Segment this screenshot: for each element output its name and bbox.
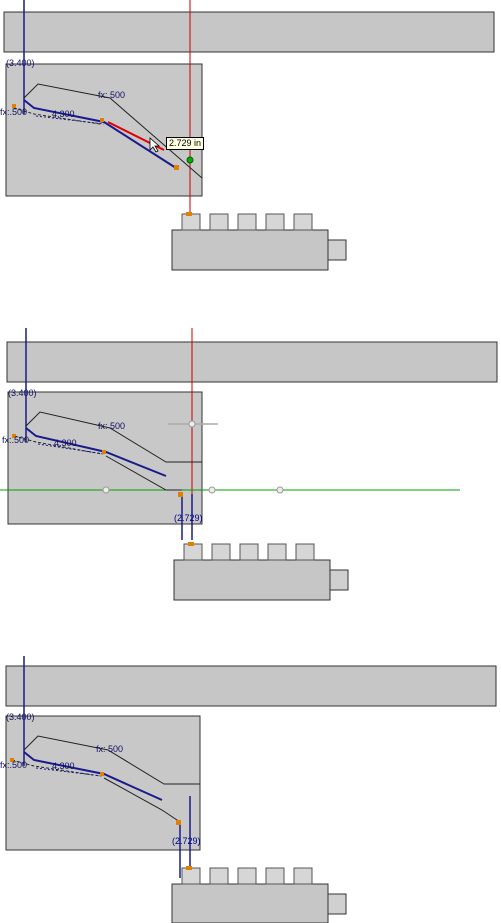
tool-bump [237,213,257,231]
part-plate [7,391,203,525]
drag-handle-icon[interactable] [208,486,216,494]
tool-body [173,559,331,601]
bottom-dimension[interactable]: (2.729) [174,513,203,523]
tool-stub [327,239,347,261]
sketch-canvas[interactable] [0,328,501,628]
length-dimension[interactable]: 4.300 [52,109,75,119]
endpoint-marker [178,492,183,497]
tool-bump [181,867,201,885]
fx-right-label: fx: 500 [96,744,124,754]
endpoint-marker [188,542,194,546]
tool-bump [239,543,259,561]
endpoint-marker [12,434,16,438]
endpoint-marker [176,820,181,825]
tool-stub [329,569,349,591]
tool-bump [265,213,285,231]
sketch-profile-offset [13,107,101,125]
part-plate [5,715,201,851]
sketch-profile-main [25,427,167,477]
endpoint-marker [102,450,106,454]
length-dimension[interactable]: 4.300 [54,438,77,448]
fx-right-label: fx: 500 [98,421,126,431]
dimension-line [37,443,105,455]
tool-body [171,883,329,923]
tool-stub [327,893,347,915]
tool-bump [265,867,285,885]
tool-bump [183,543,203,561]
tool-bump [267,543,287,561]
endpoint-marker [186,866,192,870]
sketch-frame-3: (3.400) fx:.500 fx: 500 4.300 (2.729) [0,656,501,923]
top-bar [3,11,495,53]
tool-bump [293,867,313,885]
endpoint-marker [10,758,14,762]
tool-bump [209,213,229,231]
coord-label: (3.400) [8,388,37,398]
sketch-profile-upper [25,411,202,463]
length-tooltip: 2.729 in [166,137,205,150]
tool-bump [209,867,229,885]
top-bar [5,665,497,707]
dimension-line [35,767,103,777]
endpoint-marker [12,104,16,108]
drag-handle-icon[interactable] [188,420,196,428]
sketch-profile-main [23,751,163,801]
endpoint-marker [100,772,104,776]
sketch-profile-upper [23,83,203,179]
length-dimension[interactable]: 4.300 [52,761,75,771]
sketch-canvas[interactable] [0,656,501,923]
endpoint-marker [186,212,192,216]
sketch-profile-offset [13,435,103,455]
tool-body [171,229,329,271]
endpoint-marker [100,118,104,122]
drag-handle-icon[interactable] [102,486,110,494]
tool-bump [295,543,315,561]
tool-bump [211,543,231,561]
cursor-arrow-icon [149,137,161,153]
sketch-frame-1: (3.400) fx:.500 fx: 500 4.300 2.729 in [0,0,501,290]
fx-left-label: fx:.500 [0,760,28,770]
coord-label: (3.400) [6,712,35,722]
tool-bump [237,867,257,885]
sketch-profile-lower [105,455,182,491]
fx-left-label: fx:.500 [2,435,30,445]
dimension-line [35,115,105,125]
part-plate [5,63,203,197]
fx-left-label: fx:.500 [0,107,28,117]
endpoint-marker [174,165,179,170]
sketch-profile-offset [11,759,101,777]
snap-point-icon [186,156,194,164]
sketch-profile-main [23,99,177,169]
fx-right-label: fx: 500 [98,90,126,100]
tool-bump [293,213,313,231]
coord-label: (3.400) [6,58,35,68]
sketch-profile-lower [103,777,181,823]
bottom-dimension[interactable]: (2.729) [172,836,201,846]
sketch-frame-2: (3.400) fx:.500 fx: 500 4.300 (2.729) [0,328,501,628]
drag-handle-icon[interactable] [276,486,284,494]
sketch-canvas[interactable] [0,0,501,290]
top-bar [6,341,498,383]
tool-bump [181,213,201,231]
sketch-profile-upper [23,735,200,785]
